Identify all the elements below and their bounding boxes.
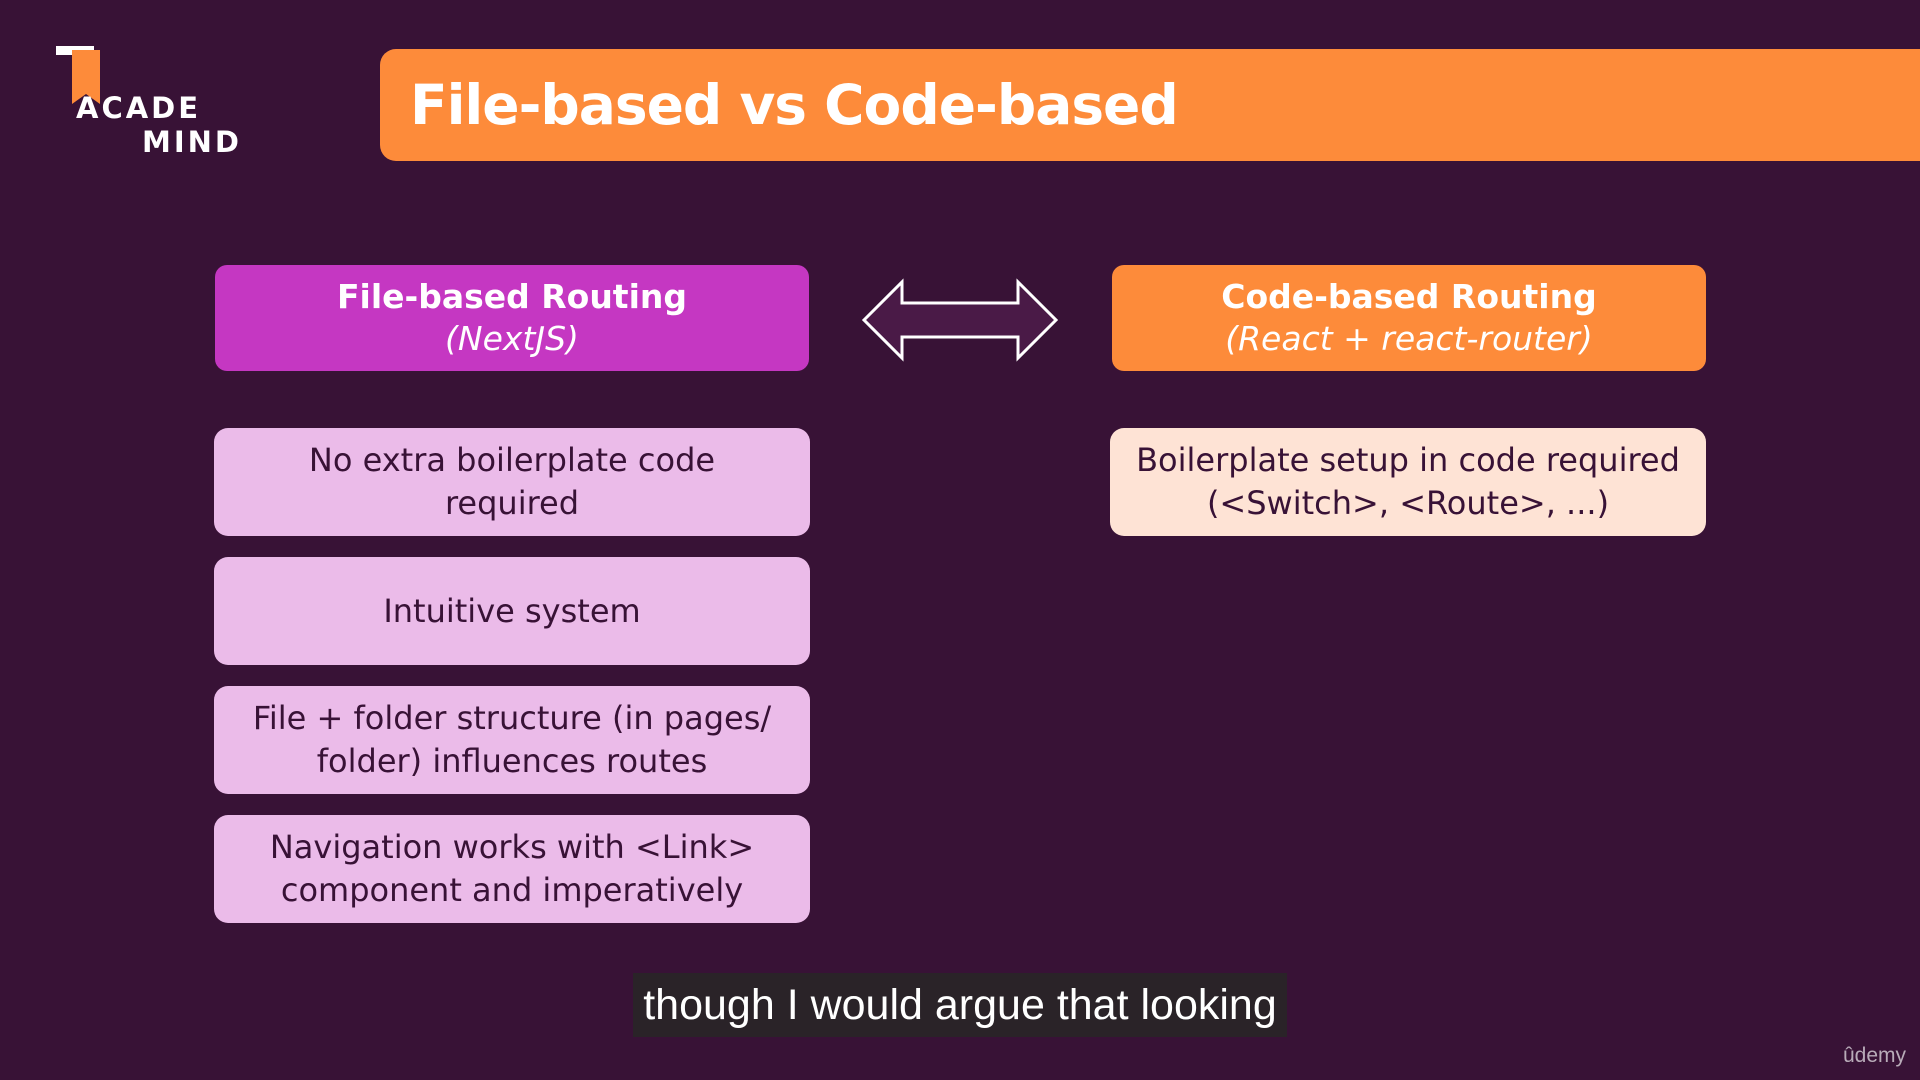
file-based-point: File + folder structure (in pages/ folde… bbox=[214, 686, 810, 794]
logo-text-line1: ACADE bbox=[76, 91, 202, 125]
title-banner: File-based vs Code-based bbox=[380, 49, 1920, 161]
file-based-point: No extra boilerplate code required bbox=[214, 428, 810, 536]
file-based-routing-subtitle: (NextJS) bbox=[445, 319, 579, 358]
subtitle-caption: though I would argue that looking bbox=[633, 973, 1287, 1037]
double-arrow-icon bbox=[862, 278, 1058, 362]
code-based-point: Boilerplate setup in code required (<Swi… bbox=[1110, 428, 1706, 536]
file-based-routing-header: File-based Routing (NextJS) bbox=[215, 265, 809, 371]
file-based-point: Intuitive system bbox=[214, 557, 810, 665]
slide-title: File-based vs Code-based bbox=[410, 73, 1179, 137]
code-based-routing-title: Code-based Routing bbox=[1221, 277, 1597, 316]
code-based-routing-subtitle: (React + react-router) bbox=[1225, 319, 1593, 358]
code-based-routing-header: Code-based Routing (React + react-router… bbox=[1112, 265, 1706, 371]
file-based-point: Navigation works with <Link> component a… bbox=[214, 815, 810, 923]
logo-text-line2: MIND bbox=[142, 125, 242, 159]
udemy-watermark: ûdemy bbox=[1842, 1044, 1906, 1067]
file-based-routing-title: File-based Routing bbox=[336, 277, 688, 316]
logo-bookmark-icon bbox=[56, 46, 100, 104]
academind-logo: ACADE MIND bbox=[52, 46, 252, 166]
